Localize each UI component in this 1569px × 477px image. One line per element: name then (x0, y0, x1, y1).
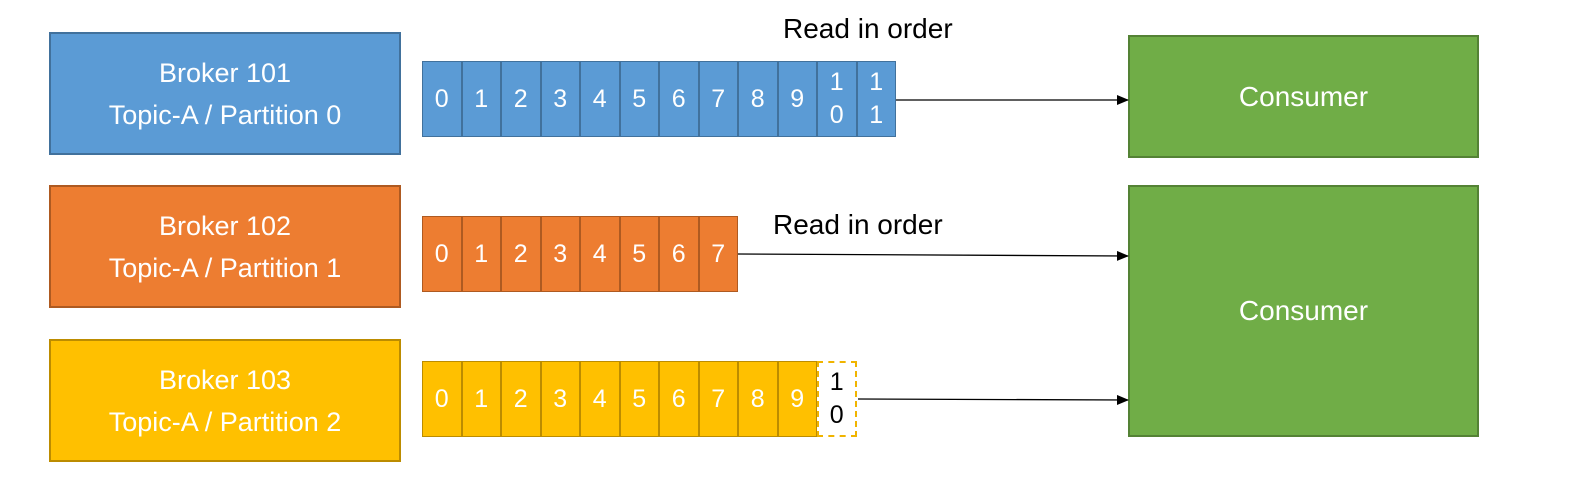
broker-103-name: Broker 103 (158, 364, 292, 395)
offset-digit: 9 (790, 384, 805, 413)
offset-digit: 6 (671, 84, 686, 113)
offset-digit: 6 (671, 384, 686, 413)
partition-2-offset: 7 (698, 361, 738, 437)
partition-2-offset: 9 (777, 361, 817, 437)
offset-digit: 4 (592, 384, 607, 413)
partition-1-offset: 5 (619, 216, 659, 292)
broker-102: Broker 102 Topic-A / Partition 1 (49, 185, 401, 308)
offset-digit: 3 (553, 384, 568, 413)
partition-1-offset: 4 (580, 216, 620, 292)
partition-2-offset: 3 (540, 361, 580, 437)
offset-digit: 6 (671, 239, 686, 268)
broker-101: Broker 101 Topic-A / Partition 0 (49, 32, 401, 155)
partition-1-offset: 6 (659, 216, 699, 292)
offset-digit: 1 (869, 101, 884, 129)
partition-1-offset: 2 (501, 216, 541, 292)
offset-digit: 3 (553, 239, 568, 268)
broker-103: Broker 103 Topic-A / Partition 2 (49, 339, 401, 462)
offset-digit: 8 (750, 84, 765, 113)
offset-digit: 7 (711, 384, 726, 413)
partition-0-offset: 7 (698, 61, 738, 137)
arrow-partition-2-to-consumer-2 (857, 394, 1129, 405)
offset-digit: 0 (829, 401, 844, 429)
offset-digit: 0 (434, 239, 449, 268)
partition-2-offset: 6 (659, 361, 699, 437)
partition-1-offset: 0 (422, 216, 462, 292)
offset-digit: 1 (829, 68, 844, 96)
partition-0-offset: 9 (777, 61, 817, 137)
offset-digit: 9 (790, 84, 805, 113)
partition-2-offset: 0 (422, 361, 462, 437)
partition-0-offset: 1 (461, 61, 501, 137)
offset-digit: 2 (513, 84, 528, 113)
offset-digit: 1 (474, 84, 489, 113)
offset-digit: 5 (632, 84, 647, 113)
offset-digit: 0 (434, 384, 449, 413)
offset-digit: 1 (474, 384, 489, 413)
partition-2-offset: 2 (501, 361, 541, 437)
partition-2-offset: 1 (461, 361, 501, 437)
partition-0-offset: 3 (540, 61, 580, 137)
partition-2-offset: 8 (738, 361, 778, 437)
broker-101-partition: Topic-A / Partition 0 (108, 99, 342, 130)
broker-102-partition: Topic-A / Partition 1 (108, 252, 342, 283)
read-in-order-label-1: Read in order (783, 13, 953, 44)
arrow-partition-1-to-consumer-2 (737, 250, 1129, 261)
offset-digit: 4 (592, 84, 607, 113)
offset-digit: 1 (474, 239, 489, 268)
offset-digit: 0 (829, 101, 844, 129)
broker-102-name: Broker 102 (158, 210, 292, 241)
partition-2-offset: 4 (580, 361, 620, 437)
partition-1-offset: 3 (540, 216, 580, 292)
offset-digit: 7 (711, 239, 726, 268)
offset-digit: 2 (513, 239, 528, 268)
offset-digit: 1 (869, 68, 884, 96)
partition-0-offset: 0 (422, 61, 462, 137)
offset-digit: 5 (632, 384, 647, 413)
consumer-2: Consumer (1128, 185, 1479, 437)
offset-digit: 5 (632, 239, 647, 268)
partition-2-offset: 5 (619, 361, 659, 437)
offset-digit: 8 (750, 384, 765, 413)
partition-1-offset: 7 (698, 216, 738, 292)
offset-digit: 2 (513, 384, 528, 413)
broker-101-name: Broker 101 (158, 57, 292, 88)
consumer-1: Consumer (1128, 35, 1479, 158)
offset-digit: 7 (711, 84, 726, 113)
broker-103-partition: Topic-A / Partition 2 (108, 406, 342, 437)
partition-0-offset: 6 (659, 61, 699, 137)
partition-0-offset: 5 (619, 61, 659, 137)
read-in-order-label-2: Read in order (773, 209, 943, 240)
offset-digit: 0 (434, 84, 449, 113)
offset-digit: 1 (829, 368, 844, 396)
offset-digit: 3 (553, 84, 568, 113)
partition-0-offset: 8 (738, 61, 778, 137)
partition-0-offset: 2 (501, 61, 541, 137)
offset-digit: 4 (592, 239, 607, 268)
partition-0-offset: 4 (580, 61, 620, 137)
partition-1-offset: 1 (461, 216, 501, 292)
